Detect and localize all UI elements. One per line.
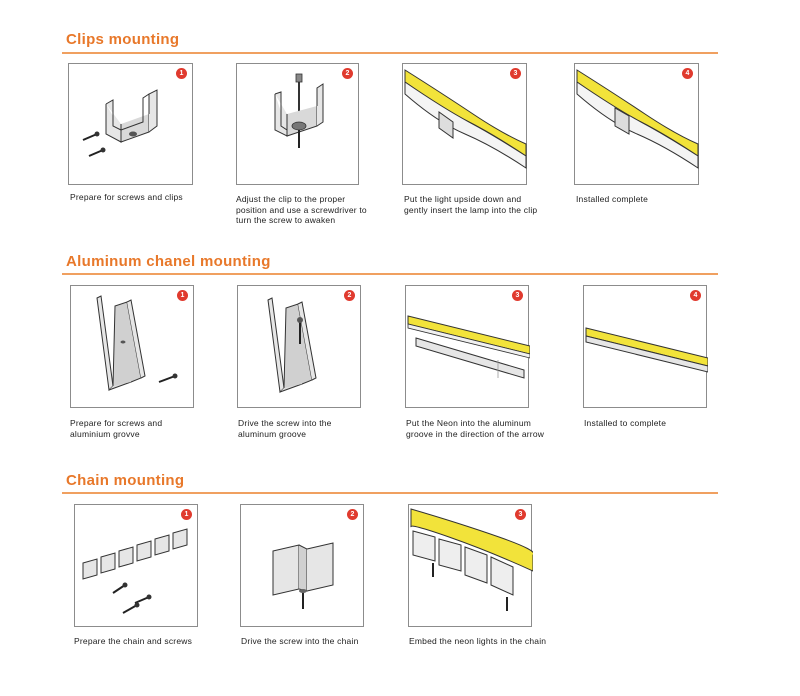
step-card-chain-3: 3 [408, 504, 533, 627]
step-number-badge: 2 [342, 68, 353, 79]
step-number-badge: 1 [181, 509, 192, 520]
step-card-clips-1: 1 [68, 63, 193, 185]
step-caption: Prepare for screws and clips [70, 192, 183, 202]
step-card-chain-1: 1 [74, 504, 198, 627]
step-number-badge: 3 [510, 68, 521, 79]
step-caption: Installed complete [576, 194, 649, 204]
section-divider [62, 273, 718, 275]
clip-installed-illustration [576, 69, 699, 169]
step-card-clips-2: 2 [236, 63, 359, 185]
step-card-aluminum-4: 4 [583, 285, 708, 408]
step-caption: Embed the neon lights in the chain [409, 636, 547, 646]
step-number-badge: 4 [682, 68, 693, 79]
step-number-badge: 2 [347, 509, 358, 520]
step-caption: Prepare the chain and screws [74, 636, 193, 646]
neon-in-chain-illustration [410, 508, 533, 611]
step-caption: Drive the screw into the aluminum groove [238, 418, 332, 439]
aluminum-groove-screw-illustration [96, 295, 178, 392]
neon-into-groove-illustration [407, 315, 530, 379]
step-card-aluminum-2: 2 [237, 285, 361, 408]
step-caption: Prepare for screws and aluminium grovve [70, 418, 163, 439]
chain-and-screws-illustration [82, 528, 188, 614]
step-number-badge: 3 [512, 290, 523, 301]
aluminum-groove-drive-screw-illustration [267, 297, 317, 394]
section-title-clips: Clips mounting [66, 31, 180, 48]
step-caption: Put the Neon into the aluminum groove in… [406, 418, 545, 439]
clip-and-screws-illustration [82, 89, 158, 157]
screwdriver-clip-illustration [274, 73, 324, 148]
section-title-chain: Chain mounting [66, 472, 185, 489]
neon-in-groove-complete-illustration [585, 327, 708, 373]
step-card-clips-4: 4 [574, 63, 699, 185]
step-card-clips-3: 3 [402, 63, 527, 185]
step-number-badge: 3 [515, 509, 526, 520]
step-number-badge: 1 [177, 290, 188, 301]
section-divider [62, 52, 718, 54]
step-caption: Put the light upside down and gently ins… [404, 194, 538, 215]
section-divider [62, 492, 718, 494]
step-caption: Installed to complete [584, 418, 667, 428]
step-card-aluminum-1: 1 [70, 285, 194, 408]
step-number-badge: 1 [176, 68, 187, 79]
section-title-aluminum: Aluminum chanel mounting [66, 253, 271, 270]
neon-insert-clip-illustration [404, 69, 527, 169]
step-number-badge: 2 [344, 290, 355, 301]
step-caption: Adjust the clip to the proper position a… [236, 194, 367, 225]
step-number-badge: 4 [690, 290, 701, 301]
chain-drive-screw-illustration [272, 542, 334, 609]
step-card-aluminum-3: 3 [405, 285, 530, 408]
step-card-chain-2: 2 [240, 504, 364, 627]
step-caption: Drive the screw into the chain [241, 636, 359, 646]
